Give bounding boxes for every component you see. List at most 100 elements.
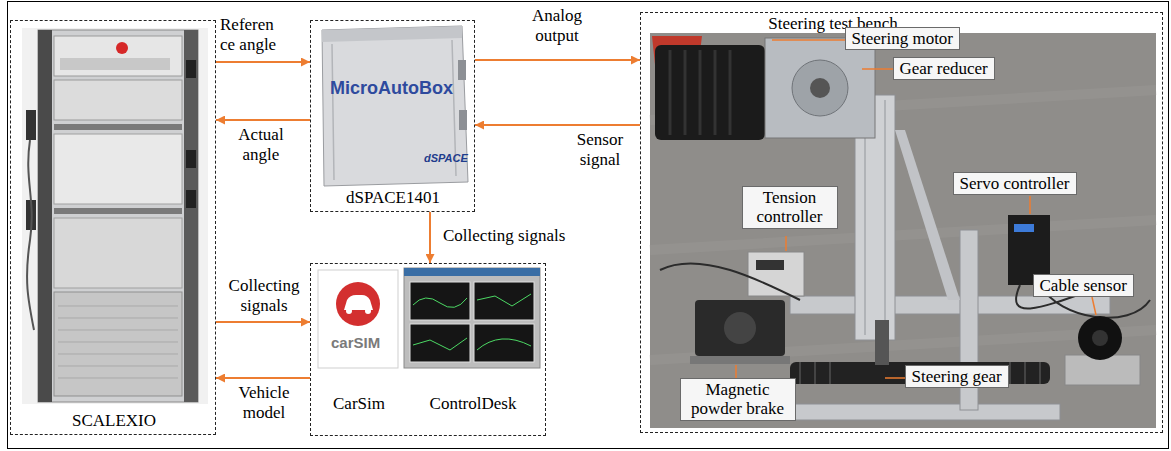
signal-label: Collecting signals (442, 226, 566, 246)
test-bench-photo-part (650, 33, 1156, 428)
test-bench-photo-part (670, 50, 730, 135)
device-label: dSPACE (424, 152, 468, 164)
scalexio-rack-part (54, 124, 182, 130)
microautobox-device-part (459, 110, 467, 130)
signal-label: Vehicle model (226, 383, 302, 422)
leader-lines-part (785, 236, 787, 251)
scalexio-rack-part (184, 30, 198, 402)
scalexio-rack-part (186, 190, 196, 208)
signal-arrow (216, 321, 310, 323)
signal-label: Sensor signal (565, 130, 635, 169)
test-bench-photo-part (875, 320, 889, 365)
carsim-logo-part (365, 308, 371, 314)
signal-arrow (216, 377, 310, 379)
signal-label: Referen ce angle (219, 15, 293, 54)
signal-label: Collecting signals (221, 276, 307, 315)
callout-text: Magnetic powder brake (687, 380, 789, 419)
carsim-logo (318, 270, 398, 368)
controldesk-screenshot-part (413, 294, 531, 350)
controldesk-screenshot-part (410, 282, 470, 320)
scalexio-rack-part (38, 30, 198, 402)
scalexio-rack-part (54, 218, 182, 288)
callout-text: Steering motor (852, 29, 954, 49)
scalexio-rack-part (26, 110, 36, 140)
carsim-logo-part (346, 308, 352, 314)
figure-frame-part (8, 2, 1169, 449)
scalexio-rack-part (27, 140, 34, 330)
test-bench-photo-part (660, 263, 1150, 317)
signal-label: Actual angle (228, 125, 294, 164)
callout-box: Magnetic powder brake (680, 378, 796, 421)
signal-arrow (429, 212, 431, 263)
signal-arrow (216, 61, 310, 63)
scalexio-rack-part (186, 150, 196, 168)
scalexio-rack-part (22, 28, 208, 404)
leader-lines (736, 40, 1096, 378)
controldesk-screenshot-part (404, 268, 540, 368)
scalexio-rack-part (58, 306, 178, 378)
microautobox-device-part (322, 26, 462, 42)
test-bench-photo-part (655, 45, 765, 140)
callout-box: Tension controller (742, 186, 838, 229)
leader-lines-part (772, 39, 845, 41)
test-bench-photo-part (695, 300, 785, 356)
system-group: dSPACE1401 (310, 20, 475, 212)
signal-arrow (216, 119, 310, 121)
carsim-logo-part (318, 270, 398, 368)
test-bench-photo-part (1078, 316, 1122, 360)
group-title: dSPACE1401 (346, 188, 440, 208)
callout-text: Steering gear (912, 367, 1002, 387)
signal-arrow (475, 124, 640, 126)
leader-lines-part (735, 365, 737, 378)
signal-label: Analog output (520, 6, 594, 45)
callout-text: Gear reducer (900, 59, 988, 79)
signal-arrow (475, 59, 640, 61)
scalexio-rack-part (54, 292, 182, 396)
group-title: ControlDesk (430, 394, 517, 414)
microautobox-device-part (322, 26, 468, 186)
callout-box: Servo controller (953, 172, 1077, 196)
scalexio-rack-part (116, 42, 128, 54)
callout-box: Steering motor (845, 27, 961, 51)
test-bench-photo-part (765, 38, 875, 138)
microautobox-device-part (458, 60, 466, 80)
scalexio-rack-part (60, 58, 170, 70)
callout-box: Cable sensor (1033, 274, 1134, 298)
figure-frame (8, 2, 1169, 449)
device-label: MicroAutoBox (330, 78, 453, 99)
scalexio-rack-part (54, 36, 182, 76)
test-bench-photo-part (1092, 330, 1108, 346)
callout-text: Tension controller (749, 188, 831, 227)
device-label: carSIM (331, 334, 380, 351)
test-bench-photo-part (756, 260, 784, 270)
test-bench-photo (650, 33, 1156, 428)
leader-lines-part (1092, 297, 1096, 315)
scalexio-rack-part (38, 30, 52, 402)
callout-text: Servo controller (960, 174, 1070, 194)
test-bench-group: Steering test benchSteering motorGear re… (640, 12, 1163, 433)
test-bench-photo-part (690, 356, 790, 364)
test-bench-photo-part (895, 130, 960, 300)
callout-box: Gear reducer (893, 57, 995, 81)
microautobox-device (322, 26, 468, 186)
scalexio-rack (22, 28, 208, 404)
callout-box: Steering gear (905, 365, 1009, 389)
callout-text: Cable sensor (1040, 276, 1127, 296)
controldesk-screenshot-part (404, 268, 540, 276)
test-bench-photo-part (1014, 224, 1034, 232)
scalexio-rack-part (186, 60, 196, 78)
controldesk-screenshot (404, 268, 540, 368)
scalexio-rack-part (54, 134, 182, 204)
leader-lines-part (1029, 196, 1031, 214)
group-title: CarSim (333, 394, 385, 414)
test-bench-photo-part (810, 78, 830, 98)
test-bench-photo-part (760, 404, 1060, 420)
scalexio-rack-part (54, 80, 182, 120)
system-group: SCALEXIO (10, 20, 216, 435)
leader-lines-part (885, 377, 905, 379)
scalexio-rack-part (54, 208, 182, 214)
leader-lines-part (862, 68, 893, 70)
